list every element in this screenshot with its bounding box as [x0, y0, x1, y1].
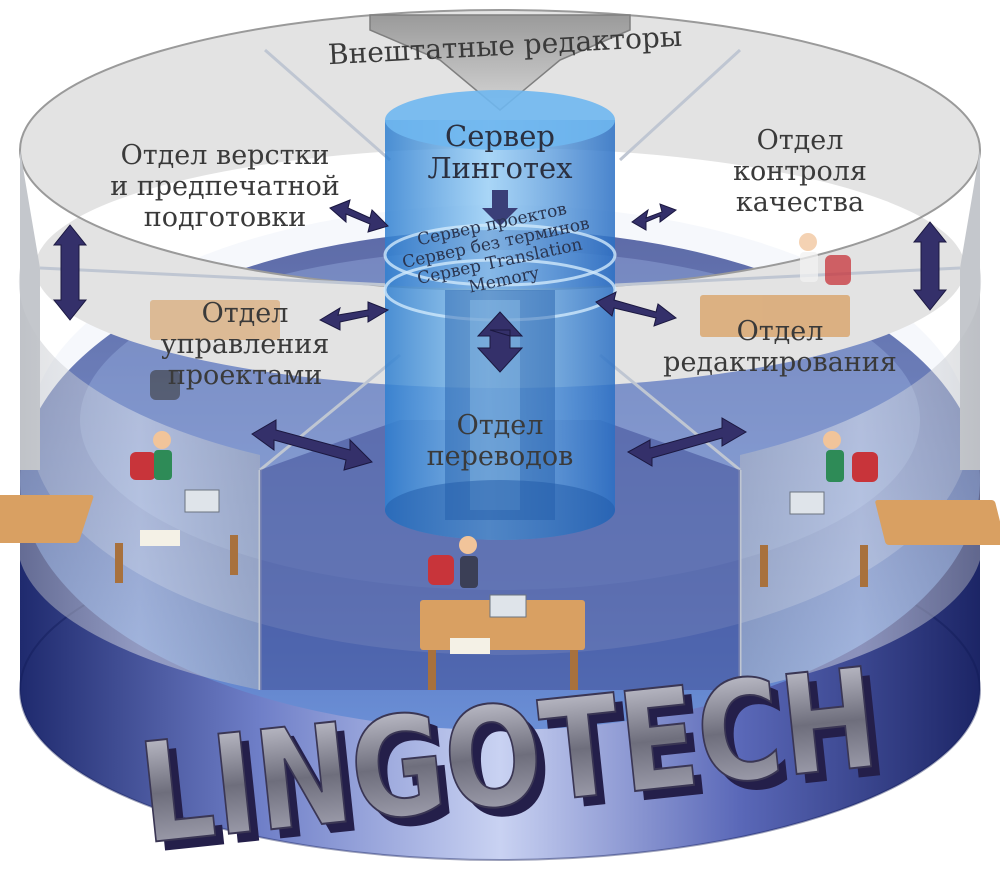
arrow-pm-transl — [251, 419, 373, 471]
freelance-arrow — [369, 14, 631, 111]
label-quality-department: Отдел контроля качества — [733, 125, 867, 218]
arrow-server-edit — [595, 291, 678, 327]
top-ring — [20, 10, 980, 389]
arrow-pm-server — [318, 301, 390, 331]
front-floor-wedge — [260, 420, 740, 690]
arrow-qc-edit — [912, 221, 948, 311]
workstation-front — [420, 536, 585, 690]
workstation-upper-left — [150, 300, 280, 400]
workstation-right — [760, 431, 1000, 587]
arrow-server-qc — [631, 203, 678, 231]
arrow-server-transl — [476, 311, 524, 373]
server-inner-arrow — [482, 190, 518, 226]
workstation-left — [0, 431, 238, 583]
label-editing-department: Отдел редактирования — [663, 316, 897, 378]
workstation-upper-right — [700, 233, 851, 337]
label-project-management-department: Отдел управления проектами — [160, 298, 330, 391]
label-translation-department: Отдел переводов — [426, 410, 574, 472]
label-layout-department: Отдел верстки и предпечатной подготовки — [110, 140, 340, 233]
arrow-transl-edit — [626, 417, 747, 467]
label-lingotech-server: Сервер Линготех — [427, 119, 573, 185]
arrow-layout-pm — [52, 224, 88, 321]
flow-arrows — [52, 199, 948, 471]
arrow-layout-server — [329, 199, 389, 233]
